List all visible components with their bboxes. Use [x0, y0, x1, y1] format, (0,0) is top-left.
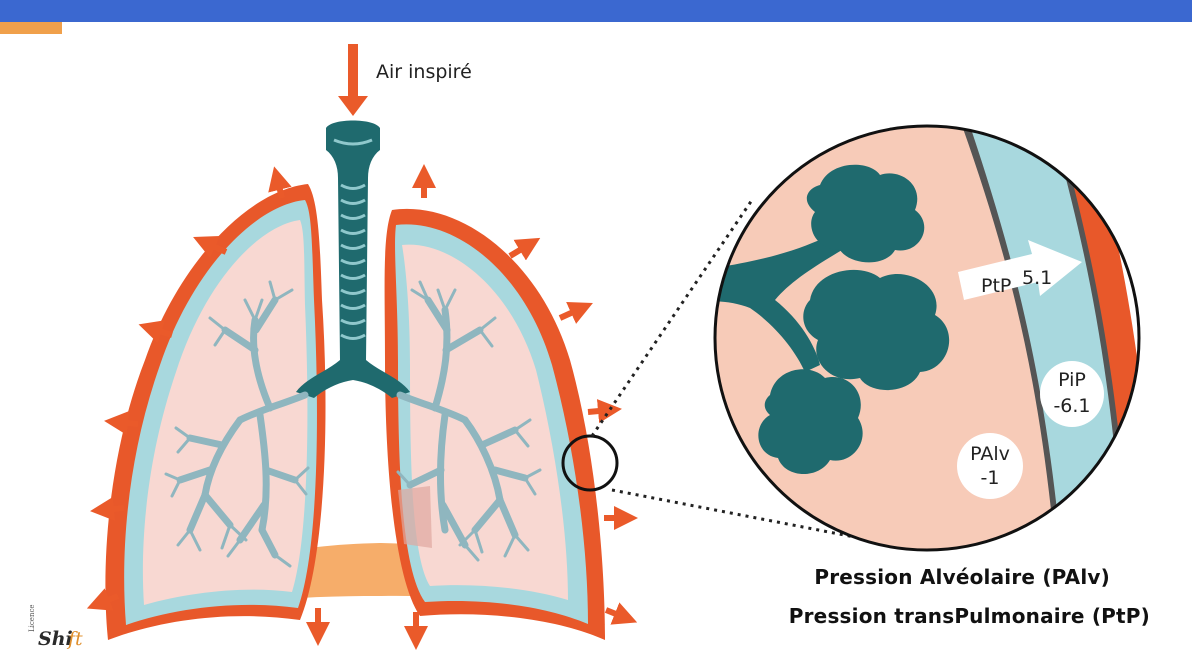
palv-bubble [957, 433, 1023, 499]
top-banner [0, 0, 1192, 22]
trachea [296, 120, 410, 398]
pip-value: -6.1 [1053, 395, 1090, 417]
pip-bubble [1040, 361, 1104, 427]
logo-part2: ft [68, 628, 83, 650]
bronchial-tree-left [176, 296, 309, 559]
left-lung [105, 184, 326, 640]
expansion-arrows [86, 164, 638, 650]
magnified-view: PtP 5.1 PiP -6.1 PAlv -1 [713, 124, 1141, 552]
bronchial-tree-left-fine [164, 280, 310, 568]
bronchial-tree-right-fine [396, 280, 542, 562]
ptp-label: PtP [981, 275, 1011, 297]
logo-part1: Shi [38, 628, 73, 650]
palv-label: PAlv [970, 443, 1010, 465]
ptp-value: 5.1 [1022, 267, 1052, 289]
logo-prefix: Licence [28, 604, 36, 632]
inspired-air-arrow [338, 44, 368, 116]
air-inspire-label: Air inspiré [376, 61, 472, 83]
palv-value: -1 [981, 467, 1000, 489]
zoom-connector [561, 199, 871, 542]
ptp-arrow [958, 240, 1082, 300]
top-accent-strip [0, 22, 62, 34]
legend-transpulmonary-pressure: Pression transPulmonaire (PtP) [788, 604, 1150, 628]
right-lung [384, 208, 605, 641]
pip-label: PiP [1058, 369, 1086, 391]
bronchial-tree-right [396, 296, 529, 549]
legend-alveolar-pressure: Pression Alvéolaire (PAlv) [814, 565, 1110, 589]
